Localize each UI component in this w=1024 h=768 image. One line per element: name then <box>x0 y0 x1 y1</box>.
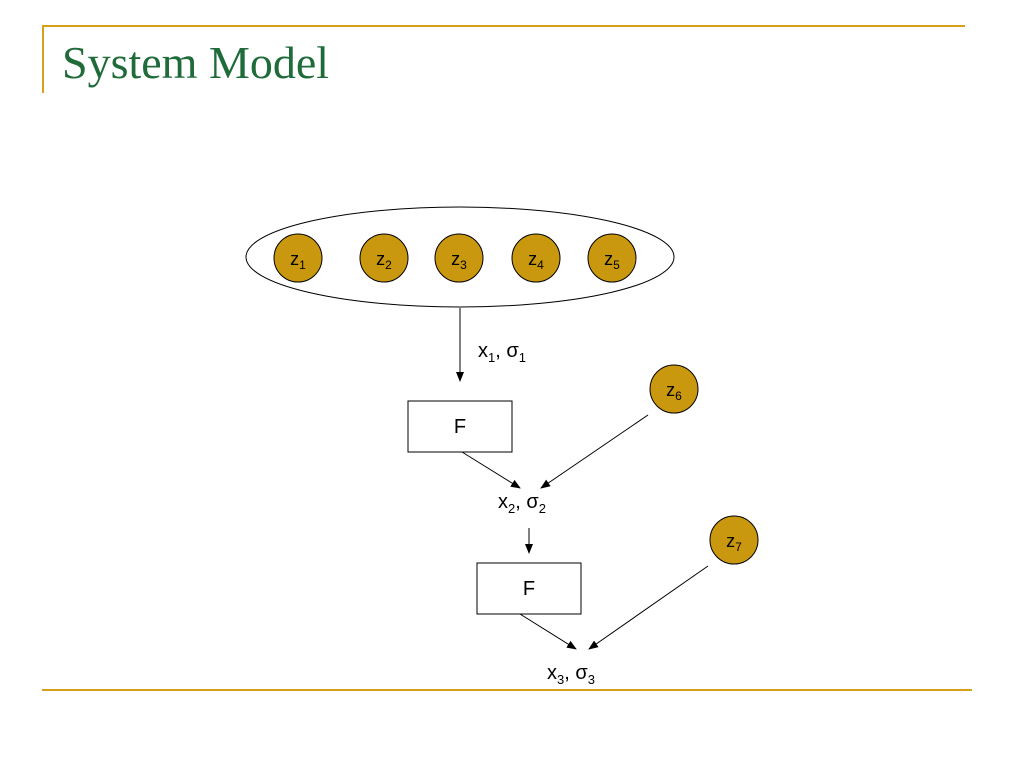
node-circle <box>511 233 561 283</box>
slide-title: System Model <box>62 37 330 88</box>
group-node-z5: z5 <box>587 233 637 283</box>
side-node-z6: z6 <box>649 364 699 414</box>
edge-f2-to-x3 <box>519 613 577 650</box>
state-label-x3-sigma3: x3, σ3 <box>547 662 595 687</box>
function-box-2: F <box>476 562 582 615</box>
node-circle <box>434 233 484 283</box>
function-label-1: F <box>454 416 466 438</box>
function-box-1: F <box>407 400 513 453</box>
node-label: z7 <box>726 531 742 554</box>
node-label: z2 <box>376 249 392 272</box>
group-node-z3: z3 <box>434 233 484 283</box>
edge-f1-to-x2 <box>461 451 521 489</box>
top-accent-line <box>42 25 965 27</box>
node-circle <box>359 233 409 283</box>
node-circle <box>273 233 323 283</box>
edge-z7-to-x3 <box>588 565 709 650</box>
group-node-z4: z4 <box>511 233 561 283</box>
side-node-z7: z7 <box>709 515 759 565</box>
bottom-accent-line <box>42 689 972 691</box>
node-circle <box>649 364 699 414</box>
node-label: z3 <box>451 249 467 272</box>
group-node-z1: z1 <box>273 233 323 283</box>
node-circle <box>709 515 759 565</box>
sensor-group-ellipse <box>245 206 675 308</box>
node-label: z4 <box>528 249 544 272</box>
edge-z6-to-x2 <box>540 414 649 489</box>
function-label-2: F <box>523 578 535 600</box>
group-nodes: z1 z2 z3 z4 z5 <box>273 233 637 283</box>
node-label: z5 <box>604 249 620 272</box>
node-circle <box>587 233 637 283</box>
state-label-x1-sigma1: x1, σ1 <box>478 340 526 365</box>
state-label-x2-sigma2: x2, σ2 <box>498 491 546 516</box>
node-label: z1 <box>290 249 306 272</box>
node-label: z6 <box>666 380 682 403</box>
left-accent-line <box>42 25 44 93</box>
group-node-z2: z2 <box>359 233 409 283</box>
